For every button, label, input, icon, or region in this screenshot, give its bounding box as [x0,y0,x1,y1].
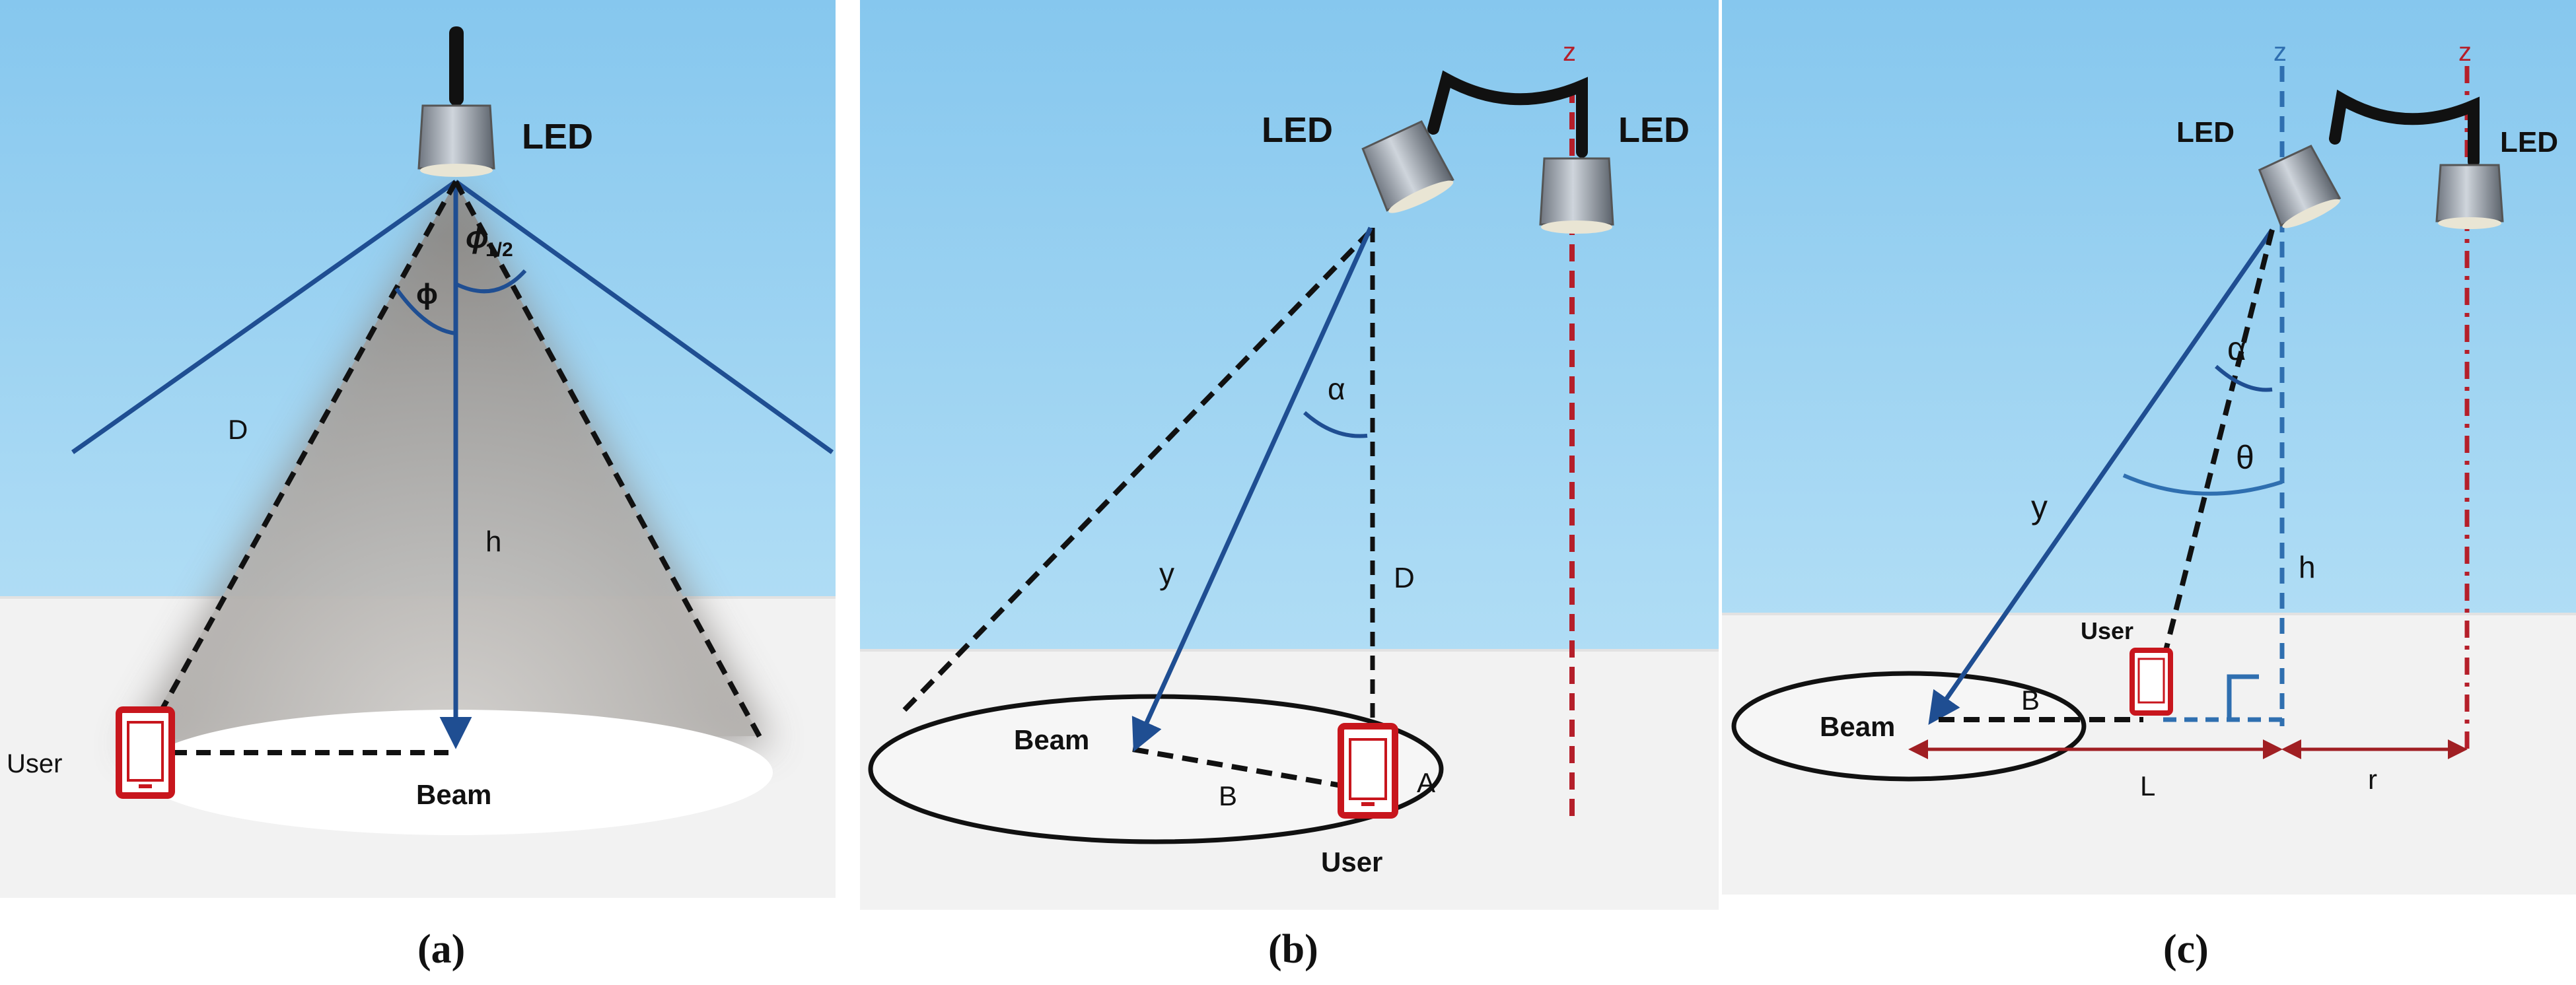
label-led-c-right: LED [2500,126,2558,158]
led-fixture-b-right [1539,157,1614,226]
label-alpha-c: α [2227,330,2246,367]
label-beam-c: Beam [1820,711,1895,742]
beam-ellipse [139,710,773,835]
label-d-b: D [1394,562,1415,594]
label-r-c: r [2368,764,2377,795]
label-d: D [228,414,248,445]
label-led-b-left: LED [1262,110,1333,150]
caption-a: (a) [417,927,465,972]
label-led-c-left: LED [2176,116,2235,149]
label-user-b: User [1321,846,1382,877]
led-fixture-c-right [2435,164,2504,222]
label-led-b-right: LED [1618,110,1690,150]
panel-b: LED LED z α y D Beam B A User (b) [860,0,1719,972]
led-mount [449,26,464,106]
label-b-c: B [2021,685,2040,716]
label-y-c: y [2031,489,2048,526]
label-y-b: y [1159,557,1174,591]
label-user-c: User [2081,617,2133,644]
label-l-c: L [2140,770,2155,801]
label-z-c-left: z [2273,38,2287,67]
label-phi: ϕ [416,278,438,310]
label-led: LED [522,117,593,156]
label-beam-b: Beam [1014,724,1089,755]
label-beam: Beam [416,779,491,810]
panel-a: LED ϕ 1/2 ϕ D h User Beam (a) [0,0,836,972]
beam-ellipse-b [868,694,1444,844]
label-h-c: h [2299,550,2316,584]
label-h: h [485,526,501,558]
label-a-b: A [1417,767,1435,798]
label-z-c-right: z [2458,38,2472,67]
caption-c: (c) [2163,927,2209,972]
panel-c: LED LED z z α θ y h User Beam B L r (c) [1722,0,2576,972]
led-fixture [417,104,495,170]
panel-c-wall [1722,0,2576,617]
label-theta-c: θ [2236,439,2254,476]
label-z-b: z [1563,38,1576,67]
label-half-angle: ϕ [466,220,489,254]
label-alpha-b: α [1328,372,1345,406]
label-b-b: B [1219,780,1237,811]
caption-b: (b) [1268,927,1318,972]
label-half-angle-sub: 1/2 [485,239,513,261]
panel-b-wall [860,0,1719,654]
label-user: User [7,749,62,778]
